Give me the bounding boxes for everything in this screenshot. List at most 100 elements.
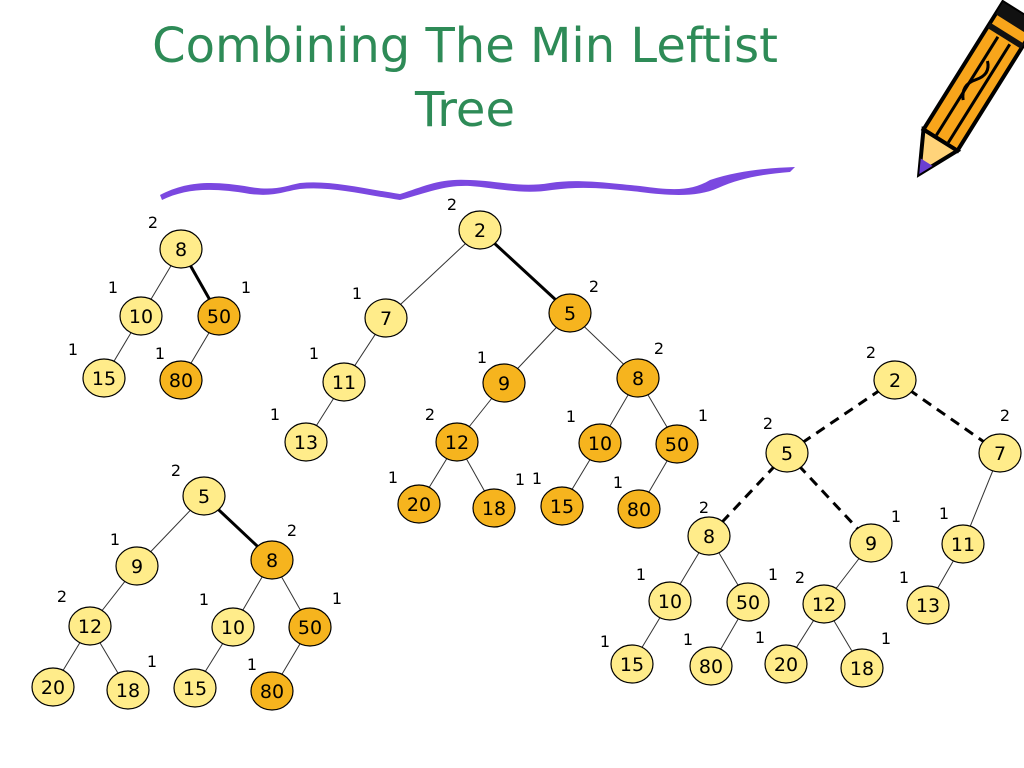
node-circle	[68, 606, 112, 646]
node-key-label: 20	[41, 677, 65, 699]
node-circle	[726, 582, 770, 622]
node-circle	[31, 667, 75, 707]
node-circle	[173, 668, 217, 708]
node-circle	[458, 210, 502, 250]
title-line-1: Combining The Min Leftist	[152, 18, 778, 74]
tree-node: 151	[532, 469, 584, 526]
tree-node: 111	[309, 344, 366, 402]
tree-node: 501	[288, 589, 342, 647]
node-key-label: 80	[260, 681, 284, 703]
node-circle	[617, 489, 661, 529]
tree-node: 91	[477, 348, 526, 403]
node-s-value: 1	[600, 632, 610, 651]
tree-node: 201	[388, 468, 441, 524]
node-key-label: 20	[774, 654, 798, 676]
node-key-label: 10	[221, 617, 245, 639]
node-circle	[197, 296, 241, 336]
node-key-label: 50	[736, 592, 760, 614]
node-s-value: 1	[698, 406, 708, 425]
node-s-value: 2	[425, 405, 435, 424]
tree-node: 82	[148, 213, 203, 269]
tree-node: 71	[352, 284, 408, 338]
node-key-label: 5	[198, 486, 210, 508]
node-key-label: 8	[703, 526, 715, 548]
node-key-label: 8	[175, 239, 187, 261]
node-circle	[689, 646, 733, 686]
node-key-label: 13	[916, 595, 940, 617]
tree-node: 101	[108, 278, 163, 336]
node-circle	[364, 298, 408, 338]
tree-node: 101	[199, 590, 255, 647]
node-s-value: 1	[477, 348, 487, 367]
node-s-value: 2	[654, 339, 664, 358]
title-line-2: Tree	[414, 82, 515, 138]
node-s-value: 1	[881, 629, 891, 648]
node-circle	[159, 229, 203, 269]
node-s-value: 1	[309, 344, 319, 363]
tree-node: 801	[155, 344, 203, 400]
node-key-label: 11	[332, 372, 356, 394]
node-circle	[849, 523, 893, 563]
tree-node: 181	[472, 470, 525, 528]
node-s-value: 2	[148, 213, 158, 232]
tree-node: 52	[763, 414, 809, 473]
node-key-label: 15	[183, 678, 207, 700]
node-s-value: 2	[447, 195, 457, 214]
tree-node: 52	[548, 277, 599, 333]
node-s-value: 1	[147, 652, 157, 671]
node-s-value: 2	[763, 414, 773, 433]
tree-edge-dashed	[894, 378, 1001, 455]
node-key-label: 50	[665, 434, 689, 456]
node-key-label: 2	[474, 220, 486, 242]
node-key-label: 7	[994, 443, 1006, 465]
tree-node: 50 1	[655, 406, 708, 464]
tree-node: 18 1	[106, 652, 157, 710]
node-circle	[802, 584, 846, 624]
node-circle	[648, 581, 692, 621]
node-s-value: 1	[613, 473, 623, 492]
pencil-icon	[916, 0, 1024, 178]
node-s-value: 1	[755, 628, 765, 647]
node-key-label: 18	[116, 680, 140, 702]
node-s-value: 1	[68, 340, 78, 359]
node-key-label: 20	[407, 494, 431, 516]
node-key-label: 10	[658, 591, 682, 613]
node-circle	[472, 488, 516, 528]
node-circle	[115, 546, 159, 586]
node-key-label: 80	[169, 370, 193, 392]
node-key-label: 10	[129, 306, 153, 328]
node-s-value: 1	[891, 507, 901, 526]
node-key-label: 5	[781, 443, 793, 465]
tree-node: 72	[978, 406, 1022, 473]
node-circle	[322, 362, 366, 402]
node-key-label: 2	[889, 370, 901, 392]
node-circle	[764, 644, 808, 684]
node-key-label: 18	[482, 498, 506, 520]
node-key-label: 18	[850, 658, 874, 680]
tree-node: 82	[616, 339, 664, 398]
node-circle	[82, 358, 126, 398]
node-circle	[288, 607, 332, 647]
node-circle	[687, 516, 731, 556]
squiggle-underline	[160, 167, 795, 200]
node-s-value: 1	[683, 630, 693, 649]
node-s-value: 2	[287, 521, 297, 540]
node-s-value: 1	[768, 565, 778, 584]
tree-node: 20 1	[755, 628, 808, 684]
tree-node: 12 2	[425, 405, 479, 462]
node-key-label: 80	[627, 499, 651, 521]
tree-node: 22	[447, 195, 502, 250]
tree-node: 801	[247, 655, 294, 711]
tree-node: 151	[68, 340, 126, 398]
node-circle	[106, 670, 150, 710]
node-s-value: 1	[566, 407, 576, 426]
node-circle	[941, 524, 985, 564]
node-s-value: 2	[171, 461, 181, 480]
node-key-label: 12	[445, 432, 469, 454]
node-circle	[284, 422, 328, 462]
node-key-label: 12	[812, 594, 836, 616]
node-circle	[616, 358, 660, 398]
